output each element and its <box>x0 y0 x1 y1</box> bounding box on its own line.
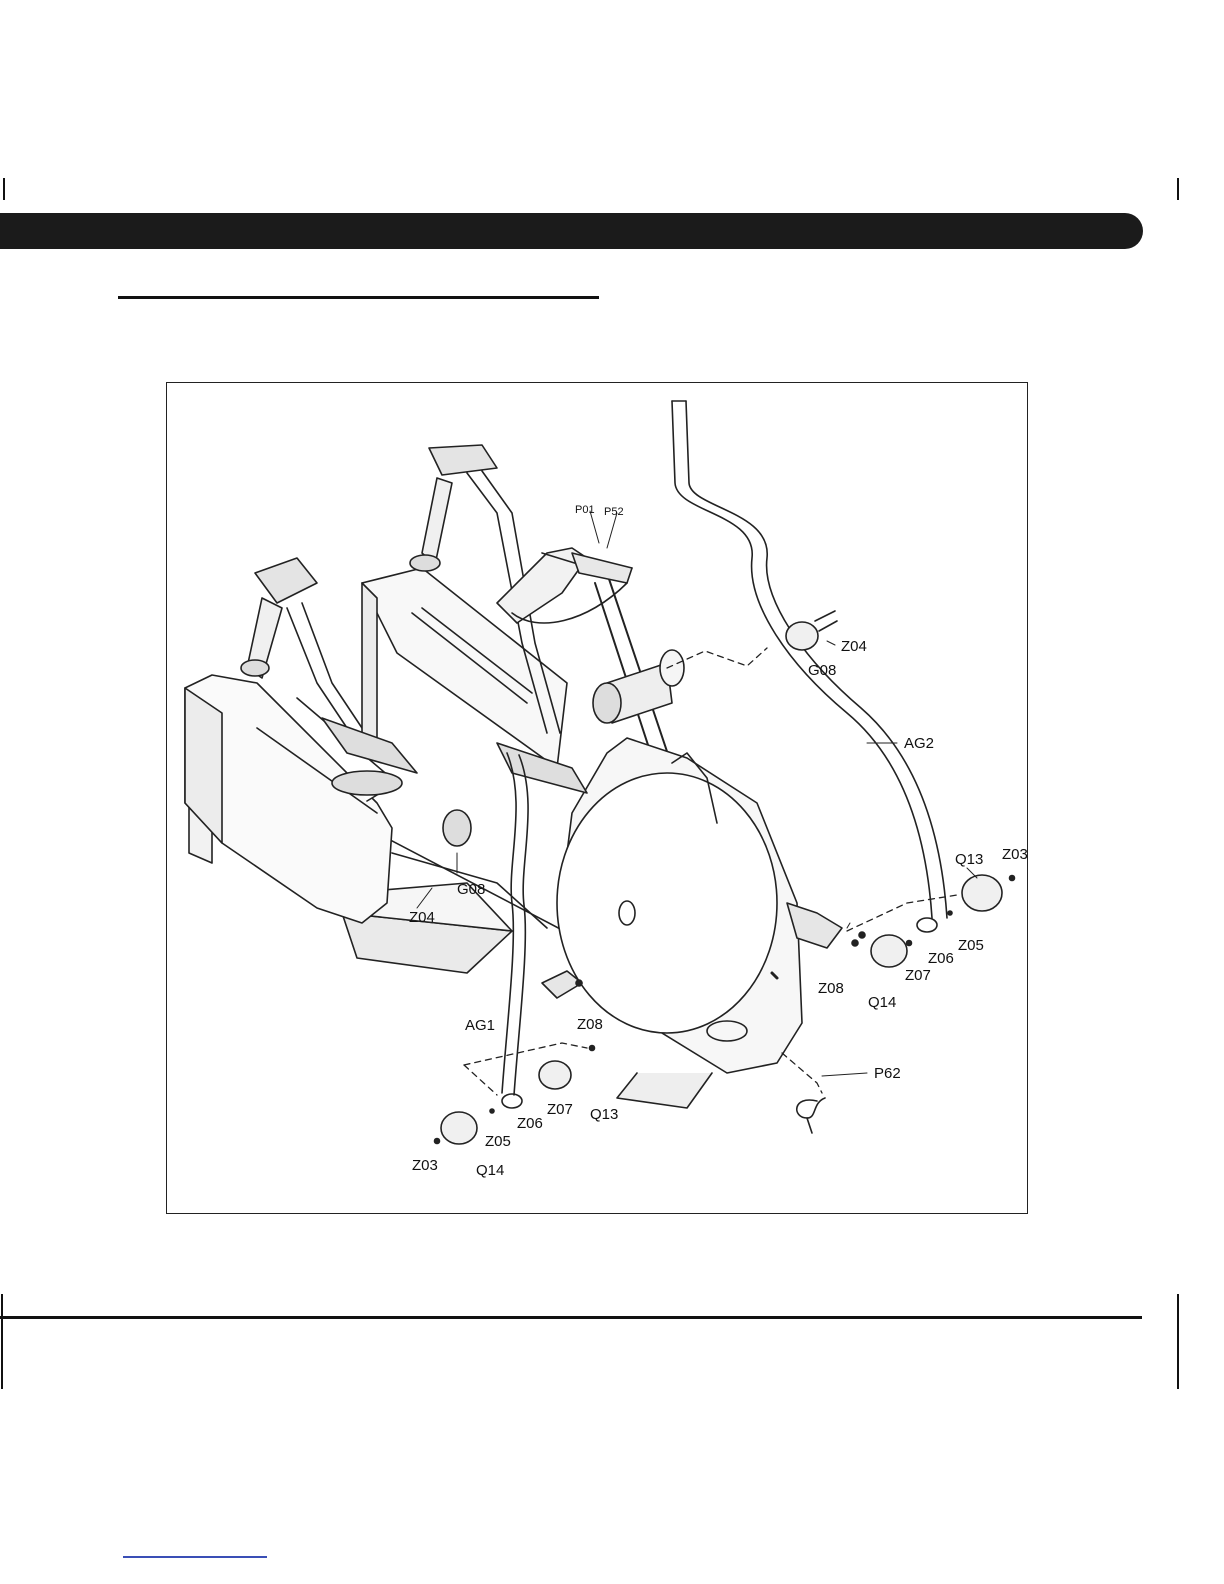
left-pivot-assembly <box>435 971 595 1144</box>
label-z03-right: Z03 <box>1002 846 1028 863</box>
label-z07-left: Z07 <box>547 1101 573 1118</box>
label-z07-right: Z07 <box>905 967 931 984</box>
section-title-underline <box>118 296 599 299</box>
header-bar <box>0 213 1143 249</box>
label-p52: P52 <box>604 506 624 518</box>
crop-mark-top-left <box>3 178 5 200</box>
label-p62: P62 <box>874 1065 901 1082</box>
label-ag1: AG1 <box>465 1017 495 1034</box>
label-z05-left: Z05 <box>485 1133 511 1150</box>
label-ag2: AG2 <box>904 735 934 752</box>
label-g08-top: G08 <box>808 662 836 679</box>
crop-mark-bottom-right <box>1177 1294 1179 1389</box>
assembly-diagram: P01 P52 Z04 G08 AG2 Q13 Z03 Z06 Z05 Z07 … <box>166 382 1028 1214</box>
label-z03-left: Z03 <box>412 1157 438 1174</box>
label-z06-right: Z06 <box>928 950 954 967</box>
label-q14-right: Q14 <box>868 994 896 1011</box>
crop-mark-bottom-left <box>1 1294 3 1389</box>
label-z08-right: Z08 <box>818 980 844 997</box>
label-z04-mid: Z04 <box>409 909 435 926</box>
flywheel-housing <box>557 738 802 1108</box>
footer-rule <box>0 1316 1142 1319</box>
drive-tube-cap <box>593 650 684 723</box>
label-q13-left: Q13 <box>590 1106 618 1123</box>
crop-mark-top-right <box>1177 178 1179 200</box>
sensor-cable-p62 <box>797 1098 825 1133</box>
footer-link-underline[interactable] <box>123 1556 267 1558</box>
label-z06-left: Z06 <box>517 1115 543 1132</box>
label-p01: P01 <box>575 504 595 516</box>
label-g08-mid: G08 <box>457 881 485 898</box>
label-q13-right: Q13 <box>955 851 983 868</box>
exploded-view-drawing: P01 P52 Z04 G08 AG2 Q13 Z03 Z06 Z05 Z07 … <box>167 383 1029 1215</box>
label-q14-left: Q14 <box>476 1162 504 1179</box>
label-z05-right: Z05 <box>958 937 984 954</box>
label-z04-top: Z04 <box>841 638 867 655</box>
cap-g08-top <box>786 611 837 650</box>
label-z08-left: Z08 <box>577 1016 603 1033</box>
